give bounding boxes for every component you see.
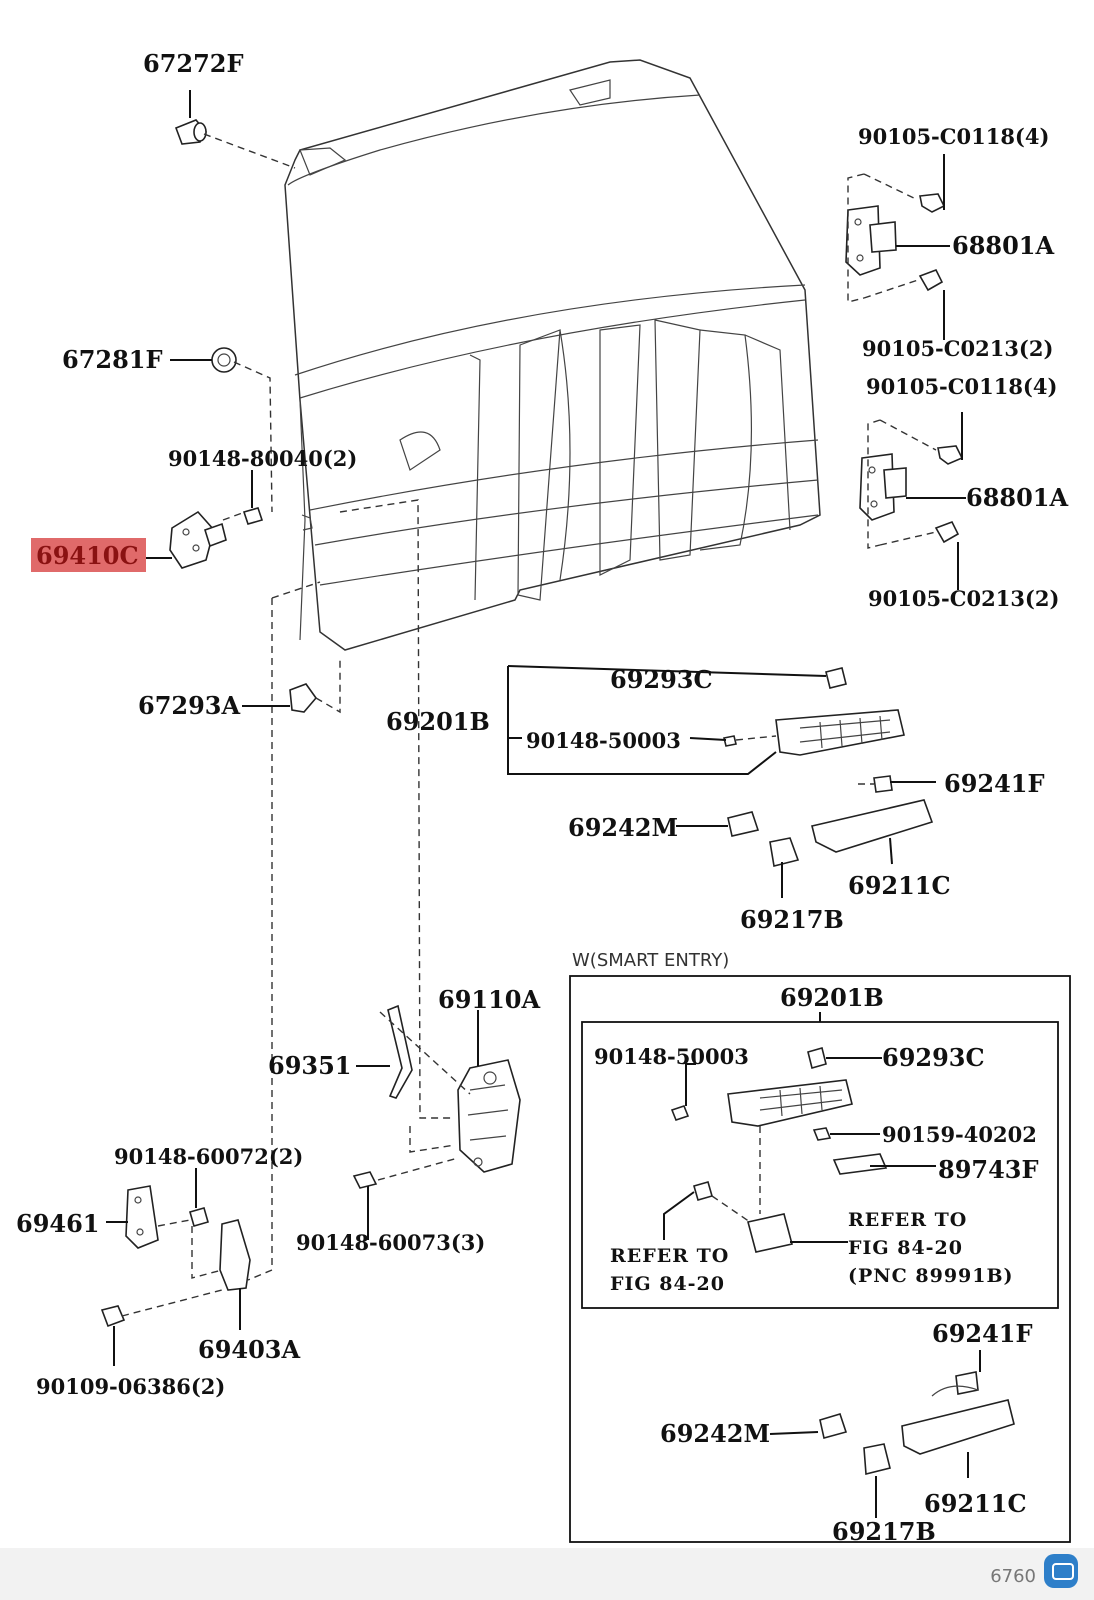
handle-frame-illustration [723,667,905,756]
label-67293A: 67293A [138,691,240,720]
lower-bracket-illustration [100,1185,251,1328]
label-68801A-lower: 68801A [966,483,1068,512]
label-smart-89743F: 89743F [938,1155,1039,1184]
refer-left-line-2: FIG 84-20 [610,1273,725,1295]
label-67281F: 67281F [62,345,163,374]
label-90109-06386: 90109-06386(2) [36,1374,225,1399]
highlight-box-69410C [31,538,146,572]
label-smart-69242M: 69242M [660,1419,770,1448]
hinge-lower-illustration [859,445,964,544]
label-69241F: 69241F [944,769,1045,798]
refer-right-line-2: FIG 84-20 [848,1237,963,1259]
label-69403A: 69403A [198,1335,300,1364]
label-smart-69217B: 69217B [832,1517,936,1546]
part-labels: 67272F 90105-C0118(4) 68801A 90105-C0213… [16,49,1068,1399]
part-67281F-illustration [211,347,237,373]
leader-lines [106,90,966,1366]
label-68801A-upper: 68801A [952,231,1054,260]
smart-entry-labels: W(SMART ENTRY) 69201B 90148-50003 69293C… [572,950,1039,1546]
label-69242M: 69242M [568,813,678,842]
label-smart-90148-50003: 90148-50003 [594,1044,749,1069]
label-smart-69201B: 69201B [780,983,884,1012]
label-90105-C0213-lower: 90105-C0213(2) [868,586,1059,611]
chat-bubble-icon[interactable] [1044,1554,1078,1588]
label-90148-60073: 90148-60073(3) [296,1230,485,1255]
diagram-code: 6760 [990,1566,1036,1587]
smart-entry-caption: W(SMART ENTRY) [572,950,729,971]
hinge-upper-illustration [845,193,946,292]
assembly-dashed-lines [121,133,937,1317]
label-smart-69241F: 69241F [932,1319,1033,1348]
refer-right-line-1: REFER TO [848,1209,967,1231]
part-67293A-illustration [289,683,318,713]
bolt-90148-80040-illustration [242,507,264,525]
label-69211C: 69211C [848,871,951,900]
label-69201B: 69201B [386,707,490,736]
label-smart-69211C: 69211C [924,1489,1027,1518]
label-90148-60072: 90148-60072(2) [114,1144,303,1169]
label-69110A: 69110A [438,985,540,1014]
part-67272F-illustration [174,119,207,145]
handle-components-illustration [727,775,934,867]
label-90148-80040: 90148-80040(2) [168,446,357,471]
smart-entry-box [569,975,1071,1543]
footer-bar: 6760 [0,1548,1094,1600]
label-90148-50003: 90148-50003 [526,728,681,753]
label-69217B: 69217B [740,905,844,934]
refer-right-line-3: (PNC 89991B) [848,1265,1014,1287]
lock-assembly-illustration [352,1004,521,1189]
part-69410C-striker-illustration [169,510,227,569]
label-smart-69293C: 69293C [882,1043,985,1072]
label-smart-90159-40202: 90159-40202 [882,1122,1037,1147]
label-90105-C0213-upper: 90105-C0213(2) [862,336,1053,361]
label-90105-C0118-upper: 90105-C0118(4) [858,124,1049,149]
label-67272F: 67272F [143,49,244,78]
label-69351: 69351 [268,1051,352,1080]
label-69293C: 69293C [610,665,713,694]
label-90105-C0118-lower: 90105-C0118(4) [866,374,1057,399]
label-69410C-highlighted: 69410C [36,541,139,570]
label-69461: 69461 [16,1209,100,1238]
refer-left-line-1: REFER TO [610,1245,729,1267]
back-door-panel-illustration [284,59,821,651]
